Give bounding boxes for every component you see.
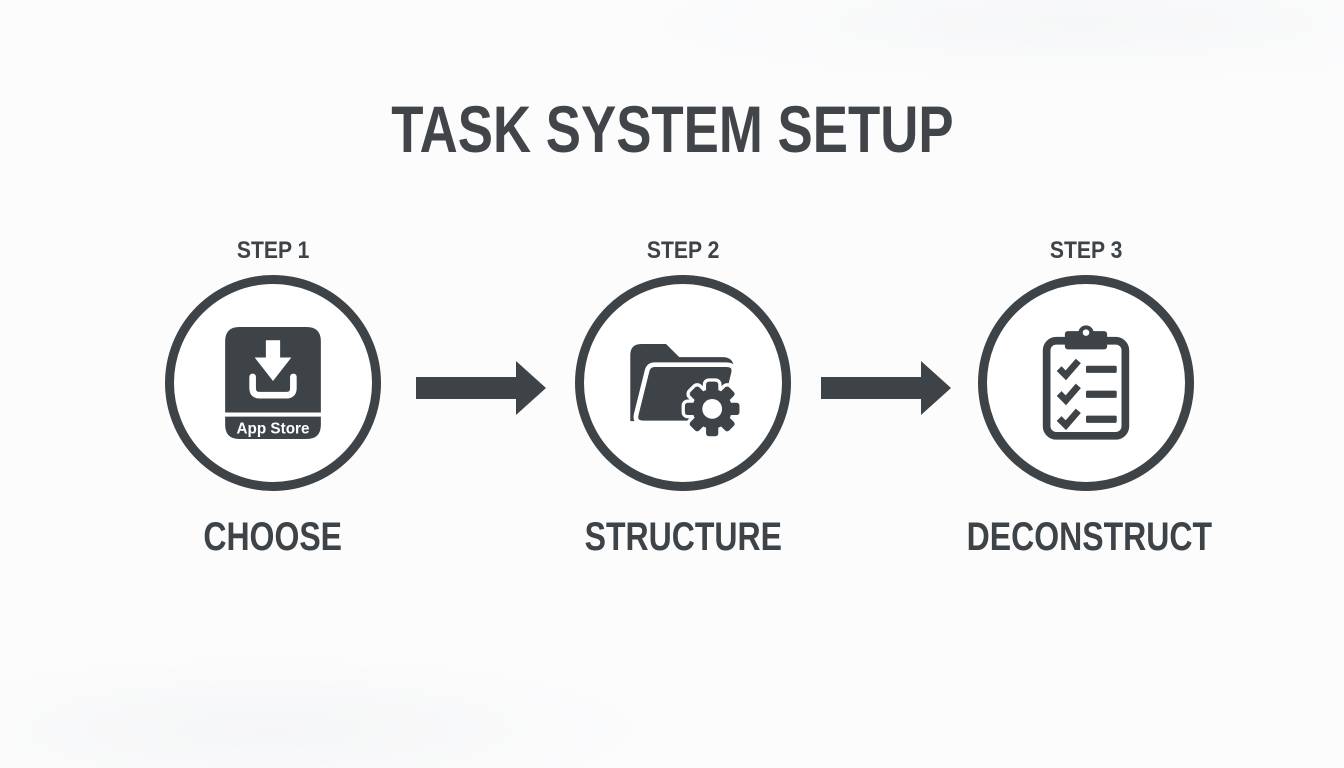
step-3-circle (978, 275, 1194, 492)
right-arrow-icon (416, 361, 546, 415)
folder-gear-icon (630, 343, 743, 440)
step-1-name: CHOOSE (203, 515, 343, 560)
step-2-label: STEP 2 (646, 237, 720, 264)
step-1-circle: App Store (165, 275, 381, 492)
step-3-name: DECONSTRUCT (966, 515, 1213, 560)
clipboard-checklist-icon (1042, 325, 1130, 441)
page-title-text: TASK SYSTEM SETUP (390, 92, 954, 166)
page-title: TASK SYSTEM SETUP (0, 96, 1344, 162)
app-store-badge-label: App Store (237, 421, 310, 438)
step-2-group: STEP 2 (533, 237, 833, 560)
step-3-label: STEP 3 (1049, 237, 1123, 264)
right-arrow-icon (821, 361, 951, 415)
step-1-label: STEP 1 (236, 237, 310, 264)
step-2-circle (575, 275, 791, 492)
step-1-group: STEP 1 App Store CHOOSE (123, 237, 423, 560)
step-2-name: STRUCTURE (584, 515, 782, 560)
step-3-group: STEP 3 DECONSTRUCT (936, 237, 1236, 560)
app-store-download-icon: App Store (225, 327, 321, 440)
